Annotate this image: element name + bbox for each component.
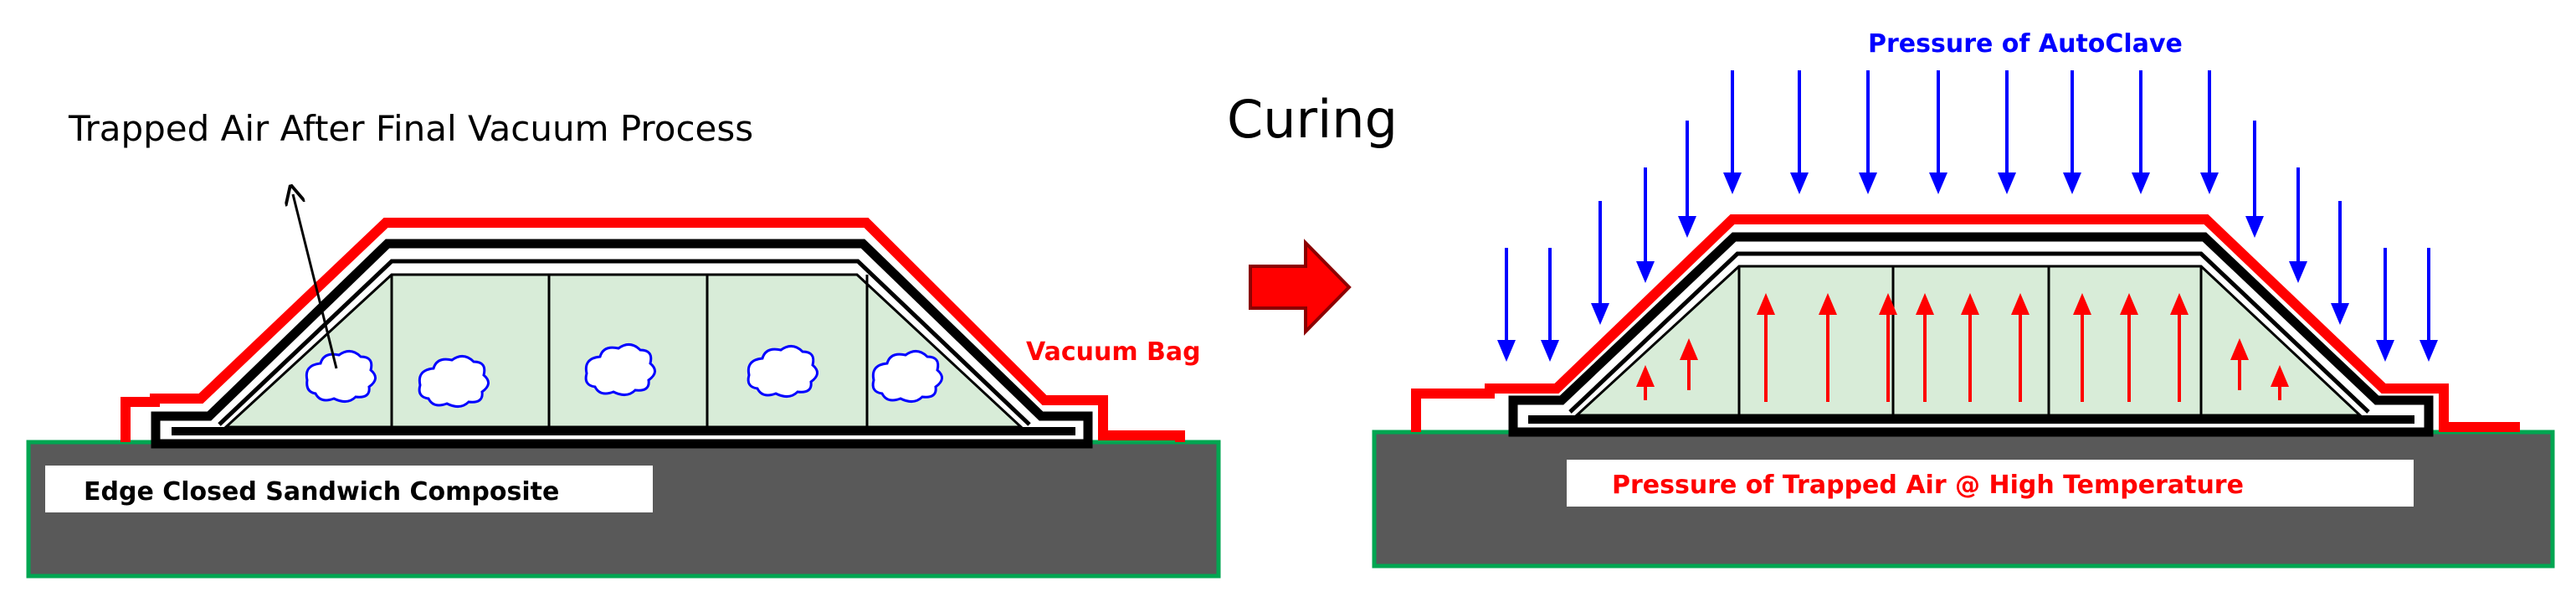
left-vacuum-bag bbox=[121, 218, 1185, 442]
autoclave-down-arrow-icon bbox=[2289, 167, 2307, 283]
autoclave-down-arrow-icon bbox=[1998, 70, 2016, 194]
trapped-air-up-arrow-icon bbox=[1636, 365, 1655, 400]
autoclave-down-arrow-icon bbox=[1929, 70, 1947, 194]
left-composite-label-box bbox=[45, 466, 653, 512]
left-face-sheet bbox=[218, 259, 1031, 426]
right-pressure-label-box bbox=[1567, 460, 2414, 507]
composite-label: Edge Closed Sandwich Composite bbox=[84, 477, 559, 507]
trapped-air-up-arrow-icon bbox=[2271, 365, 2289, 400]
air-bubble-icon bbox=[305, 350, 377, 403]
autoclave-down-arrow-icon bbox=[1541, 248, 1559, 362]
transition: Curing bbox=[1227, 89, 1398, 336]
left-air-bubbles bbox=[305, 343, 943, 408]
air-bubble-icon bbox=[871, 350, 943, 403]
left-bottom-sheet bbox=[172, 427, 1075, 435]
right-face-sheet bbox=[1568, 251, 2370, 414]
trapped-air-pointer-arrow bbox=[293, 194, 338, 369]
autoclave-down-arrow-icon bbox=[1636, 167, 1655, 283]
trapped-air-up-arrow-icon bbox=[1757, 293, 1775, 402]
right-panel: Pressure of Trapped Air @ High Temperatu… bbox=[1372, 29, 2555, 569]
left-panel: Edge Closed Sandwich Composite Trapped A… bbox=[26, 108, 1221, 579]
trapped-air-up-arrow-icon bbox=[1879, 293, 1897, 402]
right-vacuum-bag bbox=[1411, 214, 2520, 432]
trapped-air-up-arrow-icon bbox=[1680, 338, 1698, 390]
right-release-film bbox=[1508, 232, 2434, 437]
trapped-air-up-arrow-icon bbox=[2170, 293, 2189, 402]
autoclave-down-arrow-icon bbox=[2063, 70, 2081, 194]
air-bubble-icon bbox=[584, 343, 656, 396]
autoclave-down-arrow-icon bbox=[2245, 121, 2264, 238]
trapped-air-pressure-label: Pressure of Trapped Air @ High Temperatu… bbox=[1612, 471, 2244, 500]
trapped-air-up-arrow-icon bbox=[2011, 293, 2029, 402]
trapped-air-label: Trapped Air After Final Vacuum Process bbox=[68, 108, 753, 149]
autoclave-down-arrow-icon bbox=[1678, 121, 1696, 238]
autoclave-down-arrow-icon bbox=[2132, 70, 2150, 194]
curing-label: Curing bbox=[1227, 89, 1398, 150]
air-bubble-icon bbox=[418, 355, 490, 408]
trapped-air-up-arrow-icon bbox=[2120, 293, 2138, 402]
trapped-air-up-arrow-icon bbox=[1819, 293, 1837, 402]
autoclave-down-arrow-icon bbox=[1790, 70, 1809, 194]
curing-arrow-icon bbox=[1249, 239, 1352, 336]
autoclave-down-arrow-icon bbox=[2419, 248, 2438, 362]
autoclave-down-arrow-icon bbox=[2200, 70, 2219, 194]
trapped-air-up-arrow-icon bbox=[1916, 293, 1934, 402]
autoclave-down-arrow-icon bbox=[1859, 70, 1877, 194]
autoclave-down-arrow-icon bbox=[1723, 70, 1742, 194]
autoclave-down-arrow-icon bbox=[1591, 201, 1609, 325]
autoclave-down-arrow-icon bbox=[1497, 248, 1516, 362]
right-bottom-sheet bbox=[1528, 415, 2414, 424]
left-release-film bbox=[151, 239, 1093, 449]
trapped-air-up-arrow-icon bbox=[2073, 293, 2091, 402]
autoclave-down-arrow-icon bbox=[2376, 248, 2394, 362]
autoclave-pressure-arrows bbox=[1497, 70, 2438, 362]
air-bubble-icon bbox=[747, 345, 818, 398]
vacuum-bag-label: Vacuum Bag bbox=[1026, 337, 1201, 367]
trapped-air-pressure-arrows bbox=[1636, 293, 2289, 402]
trapped-air-up-arrow-icon bbox=[2230, 338, 2249, 390]
trapped-air-up-arrow-icon bbox=[1961, 293, 1979, 402]
autoclave-label: Pressure of AutoClave bbox=[1868, 29, 2183, 59]
autoclave-down-arrow-icon bbox=[2331, 201, 2349, 325]
